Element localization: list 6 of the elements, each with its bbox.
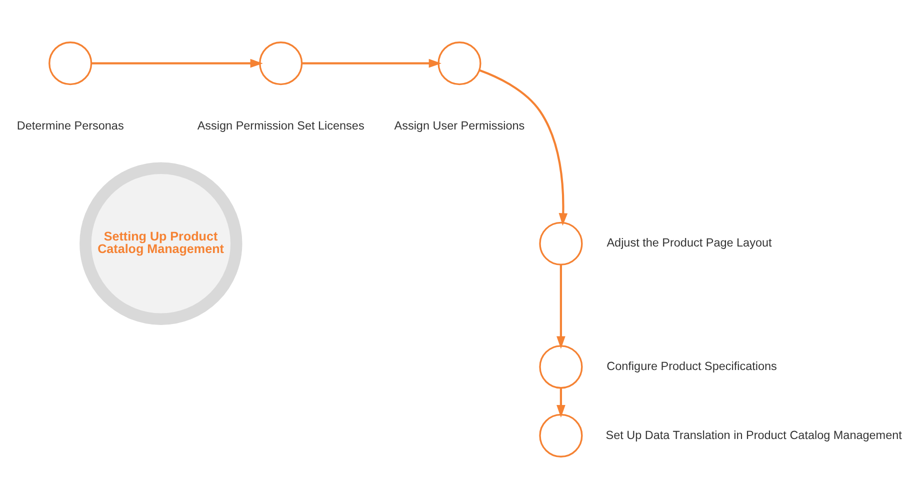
node-label: Assign Permission Set Licenses <box>197 119 364 132</box>
node-label: Assign User Permissions <box>394 119 525 132</box>
node-label: Configure Product Specifications <box>606 360 777 374</box>
node-label: Set Up Data Translation in Product Catalog Management <box>606 428 902 442</box>
node-label: Determine Personas <box>16 119 124 132</box>
node-label: Adjust the Product Page Layout <box>606 236 772 250</box>
